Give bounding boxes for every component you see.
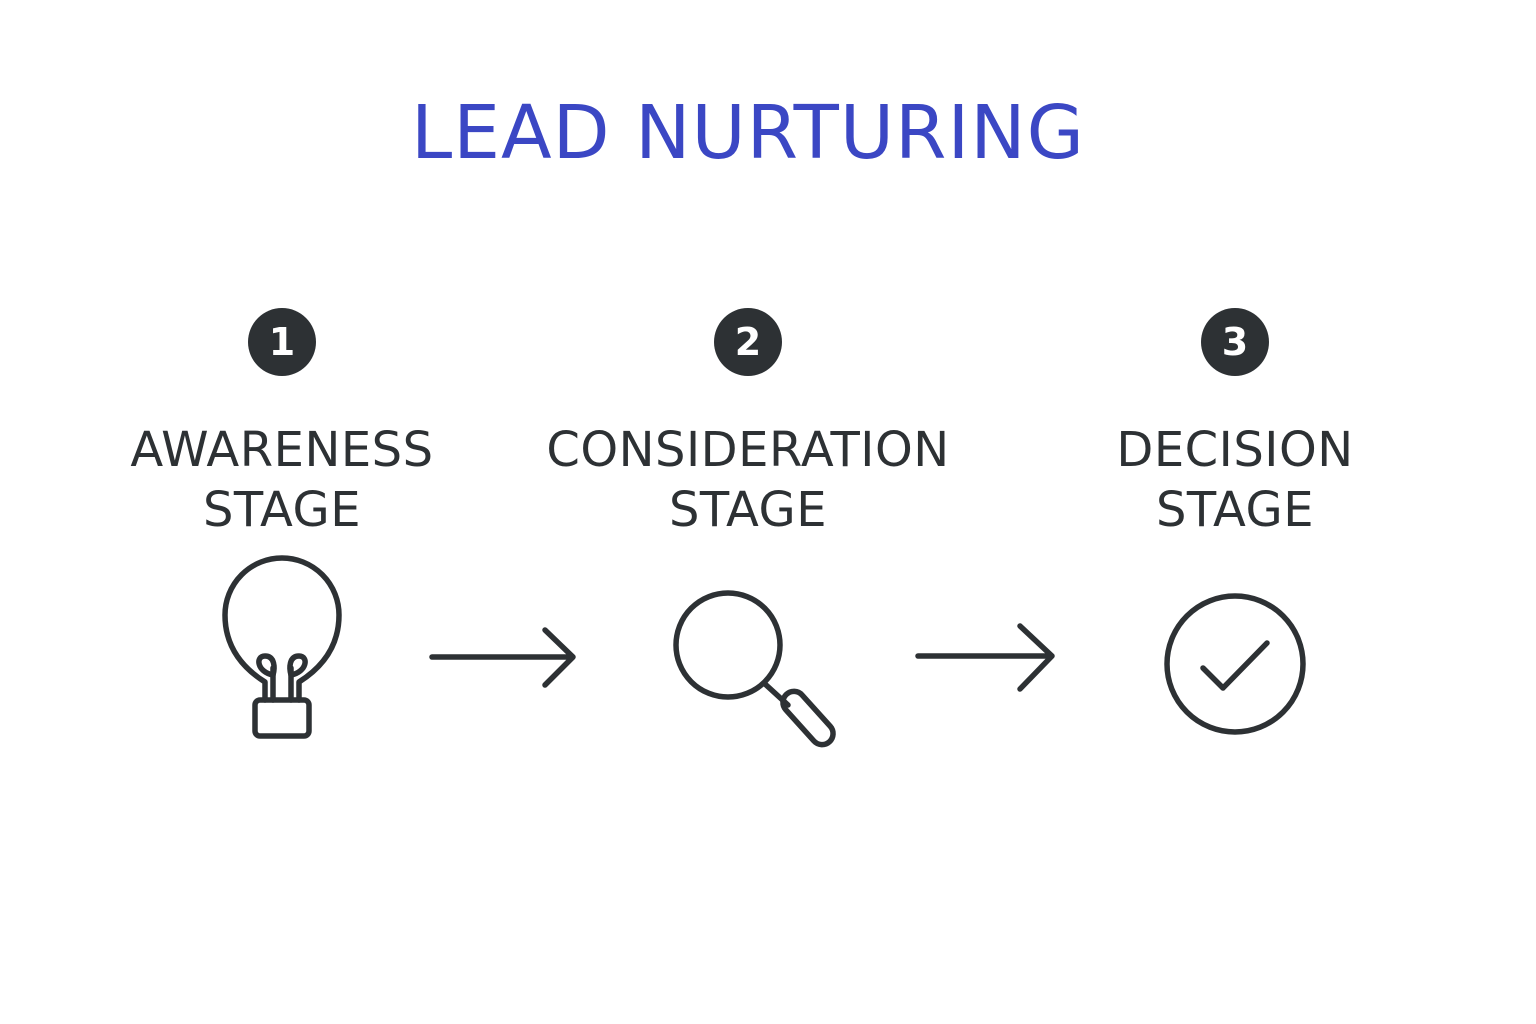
stage-label: DECISION STAGE [1015, 420, 1455, 540]
stage-number-badge: 1 [248, 308, 316, 376]
stage-label-line1: CONSIDERATION [546, 422, 950, 478]
diagram-title: LEAD NURTURING [411, 90, 1085, 176]
check-circle-icon [1164, 593, 1306, 735]
lightbulb-icon [222, 555, 342, 739]
stage-awareness: 1 AWARENESS STAGE [62, 308, 502, 540]
stage-label-line1: DECISION [1116, 422, 1354, 478]
stage-consideration: 2 CONSIDERATION STAGE [528, 308, 968, 540]
magnifier-icon [673, 590, 836, 748]
stage-label: AWARENESS STAGE [62, 420, 502, 540]
stage-label-line2: STAGE [202, 482, 362, 538]
stage-label-line1: AWARENESS [130, 422, 434, 478]
arrow-right-icon [429, 627, 576, 688]
stage-label: CONSIDERATION STAGE [528, 420, 968, 540]
stage-decision: 3 DECISION STAGE [1015, 308, 1455, 540]
stage-label-line2: STAGE [1155, 482, 1315, 538]
stage-label-line2: STAGE [668, 482, 828, 538]
stage-number-badge: 3 [1201, 308, 1269, 376]
stage-number-badge: 2 [714, 308, 782, 376]
arrow-right-icon [915, 623, 1055, 692]
